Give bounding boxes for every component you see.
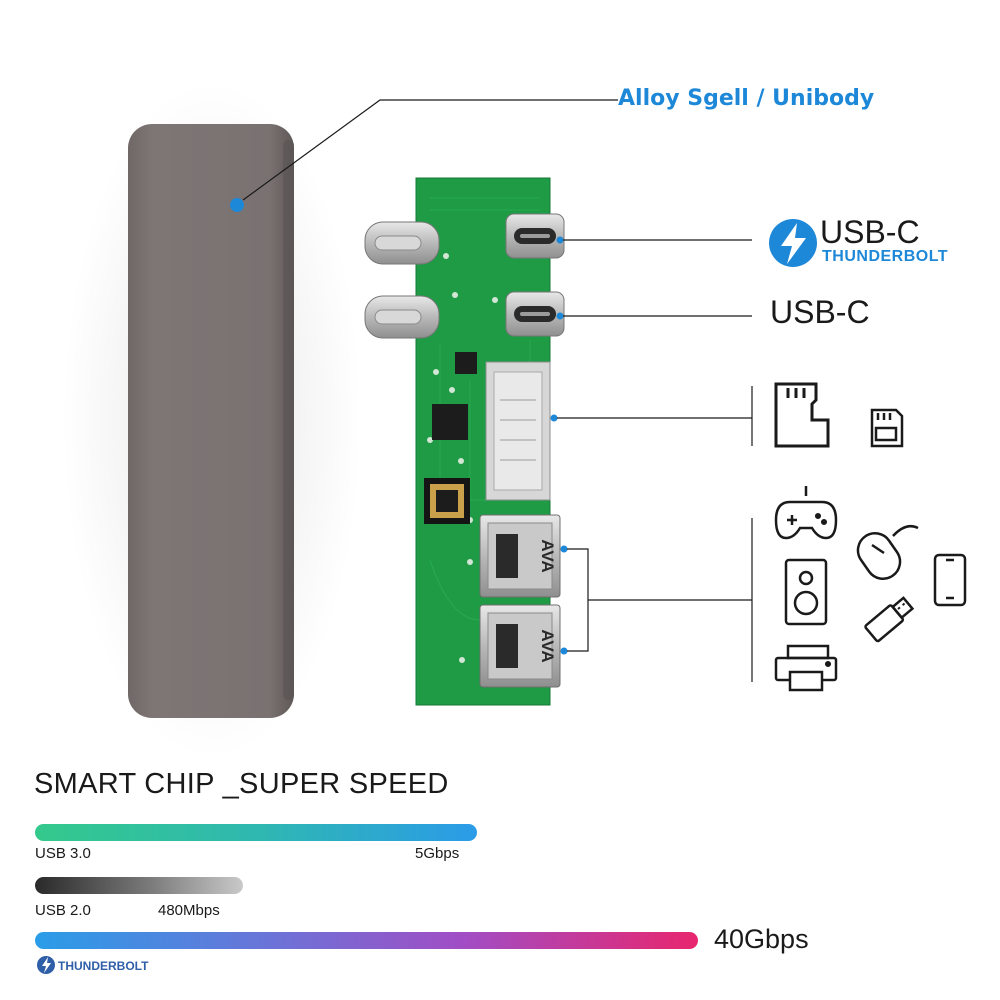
usbc-callout-dot xyxy=(556,312,564,320)
thunderbolt-speed-bar xyxy=(35,932,698,949)
gamepad-icon xyxy=(774,486,838,540)
usb-c-port xyxy=(505,291,565,337)
micro-sd-card-icon xyxy=(774,382,830,448)
thunderbolt-small-icon xyxy=(37,956,55,974)
sd-card-slot xyxy=(485,361,551,501)
usb-a-port-bottom xyxy=(479,604,561,688)
usb-c-thunderbolt-port xyxy=(505,213,565,259)
usbc-thunderbolt-label: USB-C xyxy=(820,214,920,250)
thunderbolt-icon xyxy=(769,219,817,267)
usb-a-label-bottom: AVA xyxy=(538,629,557,662)
usbc-tb-callout-dot xyxy=(556,236,564,244)
aluminum-shell xyxy=(62,80,362,760)
usb3-speed-value: 5Gbps xyxy=(415,845,460,862)
usb2-speed-value: 480Mbps xyxy=(158,902,220,919)
alloy-shell-label: Alloy Sgell / Unibody xyxy=(618,86,875,111)
usb-flash-drive-icon xyxy=(864,596,915,643)
usba-bracket xyxy=(567,548,589,652)
usb-c-plug-bottom xyxy=(364,295,440,339)
speed-headline: SMART CHIP _SUPER SPEED xyxy=(34,768,449,800)
shell-callout-line xyxy=(242,99,618,201)
usba-bottom-callout-dot xyxy=(560,647,568,655)
usbc-label: USB-C xyxy=(770,294,870,330)
usb2-label: USB 2.0 xyxy=(35,902,91,919)
thunderbolt-brand-label: THUNDERBOLT xyxy=(58,959,149,973)
shell-callout-dot xyxy=(230,198,244,212)
usbc-thunderbolt-sublabel: THUNDERBOLT xyxy=(822,248,949,265)
printer-icon xyxy=(774,644,838,692)
sd-card-icon xyxy=(870,408,904,448)
usb2-speed-bar xyxy=(35,877,243,894)
card-callout-dot xyxy=(550,414,558,422)
smartphone-icon xyxy=(933,553,967,607)
usb-c-plug-top xyxy=(364,221,440,265)
usb3-label: USB 3.0 xyxy=(35,845,91,862)
usb3-speed-bar xyxy=(35,824,477,841)
speaker-icon xyxy=(784,558,828,626)
usb-a-label-top: AVA xyxy=(538,539,557,572)
usba-top-callout-dot xyxy=(560,545,568,553)
usb-a-port-top xyxy=(479,514,561,598)
thunderbolt-speed-value: 40Gbps xyxy=(714,924,809,954)
mouse-icon xyxy=(856,525,919,580)
